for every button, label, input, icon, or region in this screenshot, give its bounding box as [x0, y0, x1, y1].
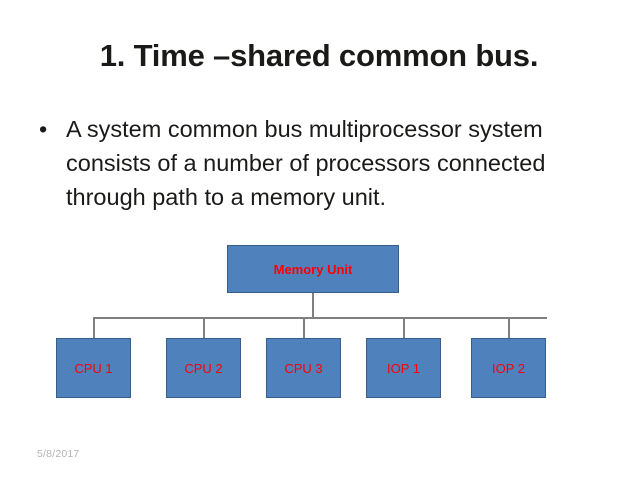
page-title: 1. Time –shared common bus.	[99, 38, 539, 73]
diagram-node-memory-unit[interactable]: Memory Unit	[227, 245, 399, 293]
footer-date: 5/8/2017	[37, 448, 80, 460]
connector-drop-3	[403, 317, 405, 339]
connector-drop-1	[203, 317, 205, 339]
connector-root-stem	[312, 293, 314, 318]
diagram-node-cpu-3[interactable]: CPU 3	[266, 338, 341, 398]
diagram-node-iop-2[interactable]: IOP 2	[471, 338, 546, 398]
list-item: • A system common bus multiprocessor sys…	[33, 112, 611, 214]
connector-drop-0	[93, 317, 95, 339]
diagram-node-label: IOP 1	[386, 360, 420, 376]
connector-drop-2	[303, 317, 305, 339]
diagram-node-label: Memory Unit	[273, 261, 353, 277]
connector-drop-4	[508, 317, 510, 339]
diagram-node-iop-1[interactable]: IOP 1	[366, 338, 441, 398]
diagram-node-label: CPU 1	[74, 360, 113, 376]
body-bullet-list: • A system common bus multiprocessor sys…	[33, 112, 611, 214]
bullet-glyph-icon: •	[39, 116, 48, 142]
diagram-node-cpu-1[interactable]: CPU 1	[56, 338, 131, 398]
diagram-node-cpu-2[interactable]: CPU 2	[166, 338, 241, 398]
diagram-node-label: IOP 2	[491, 360, 525, 376]
connector-common-bus	[93, 317, 547, 319]
list-item-text: A system common bus multiprocessor syste…	[66, 116, 546, 210]
diagram-node-label: CPU 2	[184, 360, 223, 376]
diagram-node-label: CPU 3	[284, 360, 323, 376]
